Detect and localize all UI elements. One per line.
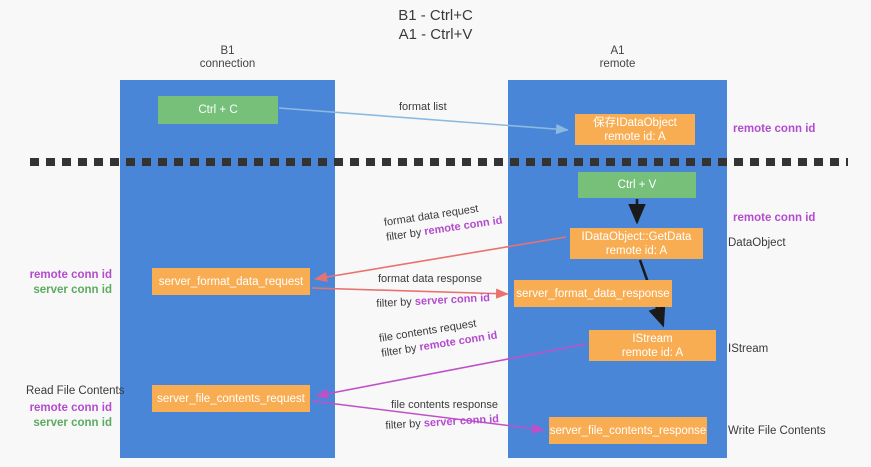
column-header-b1-role: connection (199, 58, 256, 70)
annotation-left-conn-ids-bottom: remote conn id server conn id (22, 401, 112, 431)
annotation-write-file-contents: Write File Contents (728, 425, 826, 437)
edge-label-filter-key-server-conn-id: server conn id (414, 292, 491, 308)
annotation-read-file-contents: Read File Contents (26, 385, 125, 397)
node-ctrl-v[interactable]: Ctrl + V (578, 172, 696, 198)
node-server-format-data-response-label: server_format_data_response (516, 287, 670, 300)
edge-label-format-data-response: format data response (378, 273, 482, 285)
node-server-format-data-request[interactable]: server_format_data_request (152, 268, 310, 295)
column-header-a1: A1 remote (530, 45, 705, 71)
node-ctrl-c-label: Ctrl + C (198, 104, 238, 116)
column-header-a1-name: A1 (610, 45, 625, 57)
edge-label-format-data-response-filter: filter by server conn id (376, 291, 490, 312)
title-line-2: A1 - Ctrl+V (398, 26, 473, 43)
page-title: B1 - Ctrl+C A1 - Ctrl+V (0, 6, 871, 44)
node-istream-subtitle: remote id: A (621, 346, 684, 359)
annotation-left-server-conn-id-mid: server conn id (33, 284, 112, 296)
node-ctrl-c[interactable]: Ctrl + C (158, 96, 278, 124)
annotation-istream: IStream (728, 343, 769, 355)
column-header-a1-role: remote (599, 58, 636, 70)
node-server-file-contents-request-label: server_file_contents_request (157, 392, 305, 405)
annotation-remote-conn-id-top: remote conn id (733, 123, 816, 135)
node-ctrl-v-label: Ctrl + V (617, 179, 657, 191)
node-server-format-data-request-label: server_format_data_request (158, 275, 304, 288)
edge-label-format-list: format list (399, 101, 447, 113)
annotation-left-server-conn-id-bottom: server conn id (33, 417, 112, 429)
phase-divider-dashed-line (30, 158, 848, 166)
node-server-file-contents-response[interactable]: server_file_contents_response (549, 417, 707, 444)
edge-label-filter-prefix: filter by (376, 295, 416, 310)
annotation-left-remote-conn-id-bottom: remote conn id (29, 402, 112, 414)
annotation-remote-conn-id-mid: remote conn id (733, 212, 816, 224)
edge-label-file-contents-response-filter: filter by server conn id (385, 412, 499, 434)
column-header-b1-name: B1 (220, 45, 235, 57)
node-save-idataobject-subtitle: remote id: A (604, 130, 666, 143)
annotation-left-conn-ids-mid: remote conn id server conn id (22, 268, 112, 298)
title-line-1: B1 - Ctrl+C (398, 7, 473, 24)
annotation-left-remote-conn-id-mid: remote conn id (29, 269, 112, 281)
node-server-file-contents-response-label: server_file_contents_response (549, 424, 707, 437)
column-header-b1: B1 connection (140, 45, 315, 71)
edge-label-filter-key-server-conn-id: server conn id (423, 413, 500, 430)
edge-label-filter-prefix: filter by (385, 417, 425, 432)
edge-label-file-contents-request: file contents request filter by remote c… (378, 314, 499, 362)
node-server-file-contents-request[interactable]: server_file_contents_request (152, 385, 310, 412)
annotation-dataobject: DataObject (728, 237, 786, 249)
node-istream-title: IStream (632, 332, 673, 345)
edge-label-format-data-request: format data request filter by remote con… (383, 199, 504, 246)
node-server-format-data-response[interactable]: server_format_data_response (514, 280, 672, 307)
node-istream[interactable]: IStream remote id: A (589, 330, 716, 361)
node-idataobject-getdata-subtitle: remote id: A (605, 244, 668, 257)
node-save-idataobject[interactable]: 保存IDataObject remote id: A (575, 114, 695, 145)
node-save-idataobject-title: 保存IDataObject (593, 116, 677, 129)
node-idataobject-getdata-title: IDataObject::GetData (581, 230, 692, 243)
edge-label-file-contents-response: file contents response (391, 399, 499, 411)
node-idataobject-getdata[interactable]: IDataObject::GetData remote id: A (570, 228, 703, 259)
